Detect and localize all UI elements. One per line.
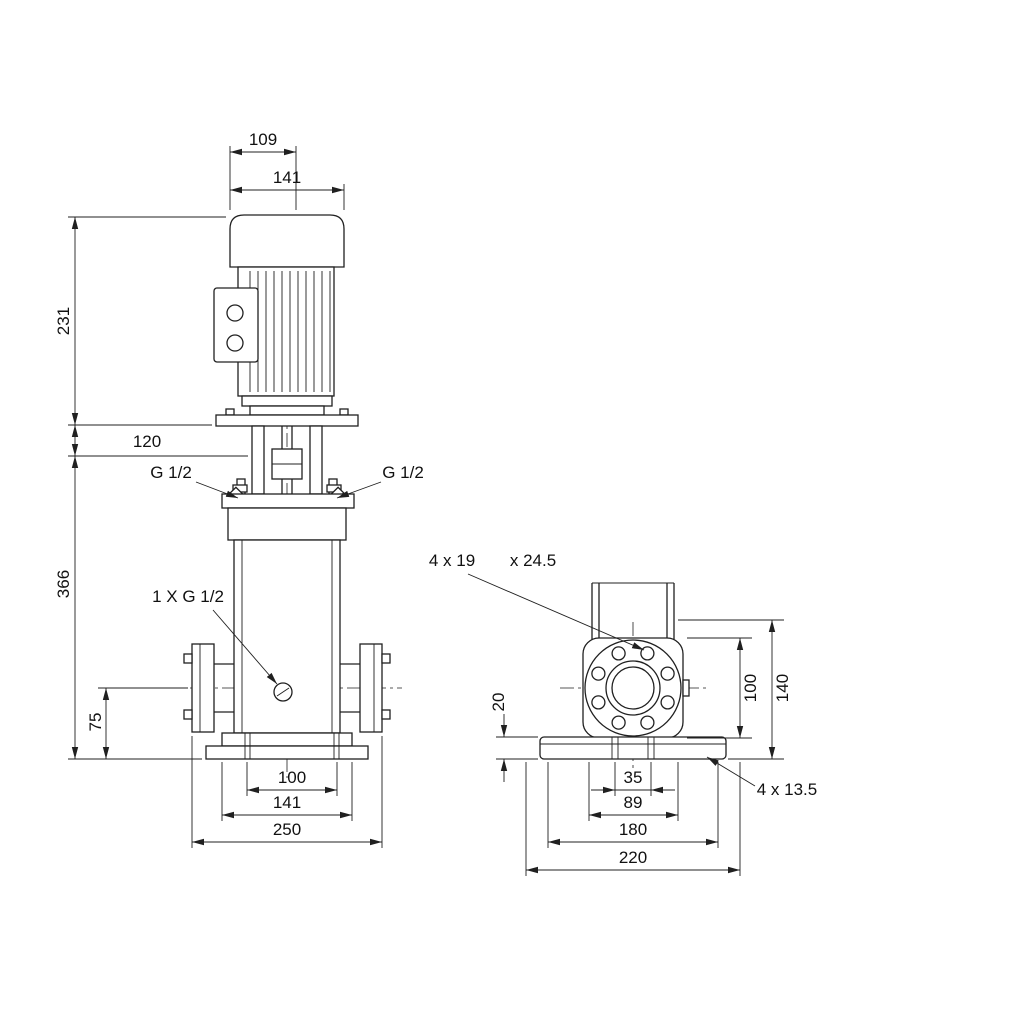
- flange-bolt-hole: [611, 715, 626, 730]
- chamber-sleeve: [233, 539, 341, 734]
- dim-text-overall-length: 220: [619, 848, 647, 867]
- cable-entry-bottom: [226, 334, 244, 352]
- side-base: [539, 736, 727, 760]
- dim-text-pump-height: 366: [54, 570, 73, 598]
- head-body: [227, 507, 347, 541]
- dim-text-port-center-height: 140: [773, 674, 792, 702]
- leader-drain: [212, 609, 278, 685]
- stool-plate: [215, 414, 359, 427]
- extension-lines-top: [229, 146, 345, 210]
- dim-text-flange-bolt-spacing: 89: [624, 793, 643, 812]
- base-foot: [205, 745, 369, 760]
- side-view: 20 100 140 35 89 180 220 4 x 19 x 24.5 4…: [429, 551, 817, 876]
- motor: [213, 214, 345, 416]
- dim-text-motor-height: 231: [54, 307, 73, 335]
- base-holes-note: 4 x 13.5: [757, 780, 818, 799]
- front-dimensions: 109 141 231 120 366 75 100 141 250 G 1/2: [54, 130, 424, 848]
- flange-bolt-hole: [640, 715, 655, 730]
- pipe-left: [214, 663, 234, 713]
- extension-lines-20: [496, 736, 538, 760]
- base-block: [221, 732, 353, 747]
- flange-bolt-hole: [660, 666, 675, 681]
- sleeve-walls: [591, 583, 675, 642]
- shaft-lines: [281, 426, 293, 494]
- dim-text-base-hole-spacing-side: 35: [624, 768, 643, 787]
- extension-lines-bottom: [191, 736, 383, 848]
- extension-lines-bottom-side: [525, 762, 741, 876]
- flange-bolt-hole: [660, 695, 675, 710]
- coupling-post-left: [251, 425, 265, 495]
- leader-port-left: [195, 481, 239, 499]
- flange-bolt-hole: [611, 646, 626, 661]
- leader-base-holes: [706, 756, 756, 787]
- flange-side-tab: [682, 679, 690, 697]
- sleeve-inner-lines: [241, 540, 333, 733]
- flange-bolt-hole: [591, 695, 606, 710]
- leader-flange-holes: [467, 573, 645, 651]
- head-top-plate: [221, 493, 355, 509]
- pump-head: [221, 478, 355, 541]
- dim-text-motor-width: 141: [273, 168, 301, 187]
- motor-end-cap: [229, 214, 345, 268]
- dim-text-stool-height: 120: [133, 432, 161, 451]
- terminal-box: [213, 287, 259, 363]
- flange-left: [191, 643, 215, 733]
- port-counterbore: [605, 660, 661, 716]
- flange-bolt: [183, 709, 193, 720]
- dim-text-base-hole-spacing: 100: [278, 768, 306, 787]
- side-sleeve: [591, 582, 675, 642]
- side-flange: [560, 622, 706, 772]
- chamber-stack: [233, 539, 341, 734]
- dim-text-port-height: 75: [86, 713, 105, 732]
- dim-text-base-thickness: 20: [489, 693, 508, 712]
- flange-holes-note: 4 x 19: [429, 551, 475, 570]
- base-front: [205, 732, 369, 760]
- drain-plug-slot: [276, 687, 290, 697]
- base-bolt-slots: [244, 733, 340, 759]
- dim-text-motor-depth: 109: [249, 130, 277, 149]
- flange-bolt: [183, 653, 193, 664]
- base-hole-slots: [611, 737, 655, 759]
- flange-raised-face: [584, 639, 682, 737]
- flange-bolt-hole: [591, 666, 606, 681]
- stool-bolt-left: [225, 408, 235, 416]
- flange-bolt: [381, 653, 391, 664]
- motor-flange-step1: [241, 395, 333, 407]
- motor-flange-step2: [249, 405, 325, 416]
- base-plate-side: [539, 736, 727, 760]
- front-view: 109 141 231 120 366 75 100 141 250 G 1/2: [54, 130, 424, 848]
- flange-right: [359, 643, 383, 733]
- dim-text-base-width: 141: [273, 793, 301, 812]
- port-bore: [611, 666, 655, 710]
- coupling-post-right: [309, 425, 323, 495]
- flange-bolt: [381, 709, 391, 720]
- flange-bolt-hole: [640, 646, 655, 661]
- dim-text-overall-width: 250: [273, 820, 301, 839]
- port-label-right: G 1/2: [382, 463, 424, 482]
- cable-entry-top: [226, 304, 244, 322]
- leader-port-right: [336, 481, 382, 499]
- drain-label: 1 X G 1/2: [152, 587, 224, 606]
- extension-lines-right: [678, 619, 784, 760]
- coupling-section: [251, 425, 323, 495]
- counterbore-note: x 24.5: [510, 551, 556, 570]
- motor-stool: [215, 408, 359, 427]
- extension-lines-left: [68, 216, 248, 760]
- port-flanges: [183, 643, 391, 733]
- port-label-left: G 1/2: [150, 463, 192, 482]
- stool-bolt-right: [339, 408, 349, 416]
- dim-text-base-length: 180: [619, 820, 647, 839]
- pipe-right: [340, 663, 360, 713]
- dim-text-flange-size: 100: [741, 674, 760, 702]
- side-dimensions: 20 100 140 35 89 180 220 4 x 19 x 24.5 4…: [429, 551, 817, 876]
